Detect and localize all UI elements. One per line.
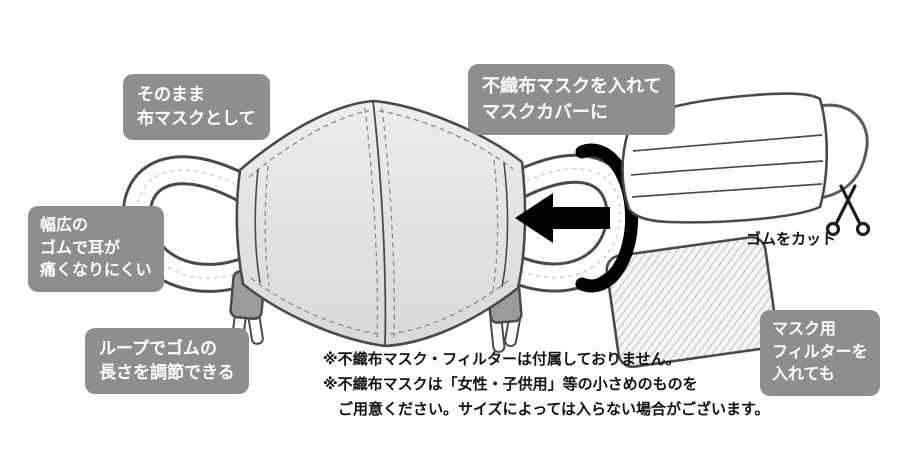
- right-ear-loop-stitch: [507, 168, 622, 279]
- label-line: 布マスクとして: [137, 109, 256, 129]
- label-line: 入れても: [772, 366, 835, 384]
- note-line: ※不織布マスク・フィルターは付属しておりません。: [323, 351, 681, 368]
- label-line: 長さを調節できる: [99, 363, 235, 383]
- note-line: ご用意ください。サイズによっては入らない場合がございます。: [338, 401, 770, 419]
- scissors-icon: [825, 184, 871, 237]
- label-mask-cover: 不織布マスクを入れて マスクカバーに: [468, 64, 676, 136]
- center-seam: [372, 100, 387, 347]
- label-line: 不織布マスクを入れて: [482, 76, 662, 96]
- top-stitch: [248, 110, 370, 178]
- filter-illustration: [605, 235, 779, 369]
- left-casing-line: [254, 168, 261, 284]
- label-loop-adjust: ループでゴムの 長さを調節できる: [85, 328, 249, 395]
- label-filter: マスク用 フィルターを 入れても: [760, 310, 880, 397]
- cloth-mask-body: [235, 99, 527, 348]
- note-line: ※不織布マスクは「女性・子供用」等の小さめのものを: [323, 376, 698, 394]
- label-line: そのまま: [137, 85, 205, 104]
- label-line: 痛くなりにくい: [40, 262, 152, 280]
- scissors-handle: [855, 221, 871, 237]
- scissors-handle: [825, 221, 841, 237]
- filter-sheet: [605, 235, 779, 369]
- label-use-as-cloth-mask: そのまま 布マスクとして: [123, 74, 270, 141]
- label-line: フィルターを: [772, 343, 868, 361]
- surgical-mask-elastic: [819, 103, 869, 200]
- label-wide-elastic: 幅広の ゴムで耳が 痛くなりにくい: [28, 206, 164, 293]
- disclaimer-notes: ※不織布マスク・フィルターは付属しておりません。 ※不織布マスクは「女性・子供用…: [323, 347, 770, 423]
- right-casing-stitch: [492, 159, 499, 291]
- right-ear-loop: [493, 153, 636, 293]
- cut-elastic-label: ゴムをカット: [746, 231, 837, 248]
- label-line: マスク用: [772, 321, 837, 338]
- pleat-line: [632, 134, 823, 152]
- scissors-blade: [835, 184, 857, 224]
- left-casing-stitch: [264, 165, 270, 287]
- pleat-line: [630, 160, 824, 176]
- label-line: 幅広の: [40, 217, 89, 234]
- label-line: マスクカバーに: [482, 101, 608, 122]
- pleat-line: [631, 183, 823, 198]
- label-line: ゴムで耳が: [40, 239, 121, 257]
- scissors-blade: [839, 184, 861, 224]
- label-line: ループでゴムの: [99, 339, 217, 358]
- top-stitch: [378, 110, 514, 170]
- insert-arrow: [515, 193, 610, 243]
- cloth-mask-illustration: [235, 99, 527, 348]
- bottom-stitch: [250, 277, 380, 335]
- pocket-opening-arc: [575, 143, 639, 293]
- bottom-stitch: [389, 279, 510, 335]
- right-casing-line: [501, 162, 509, 288]
